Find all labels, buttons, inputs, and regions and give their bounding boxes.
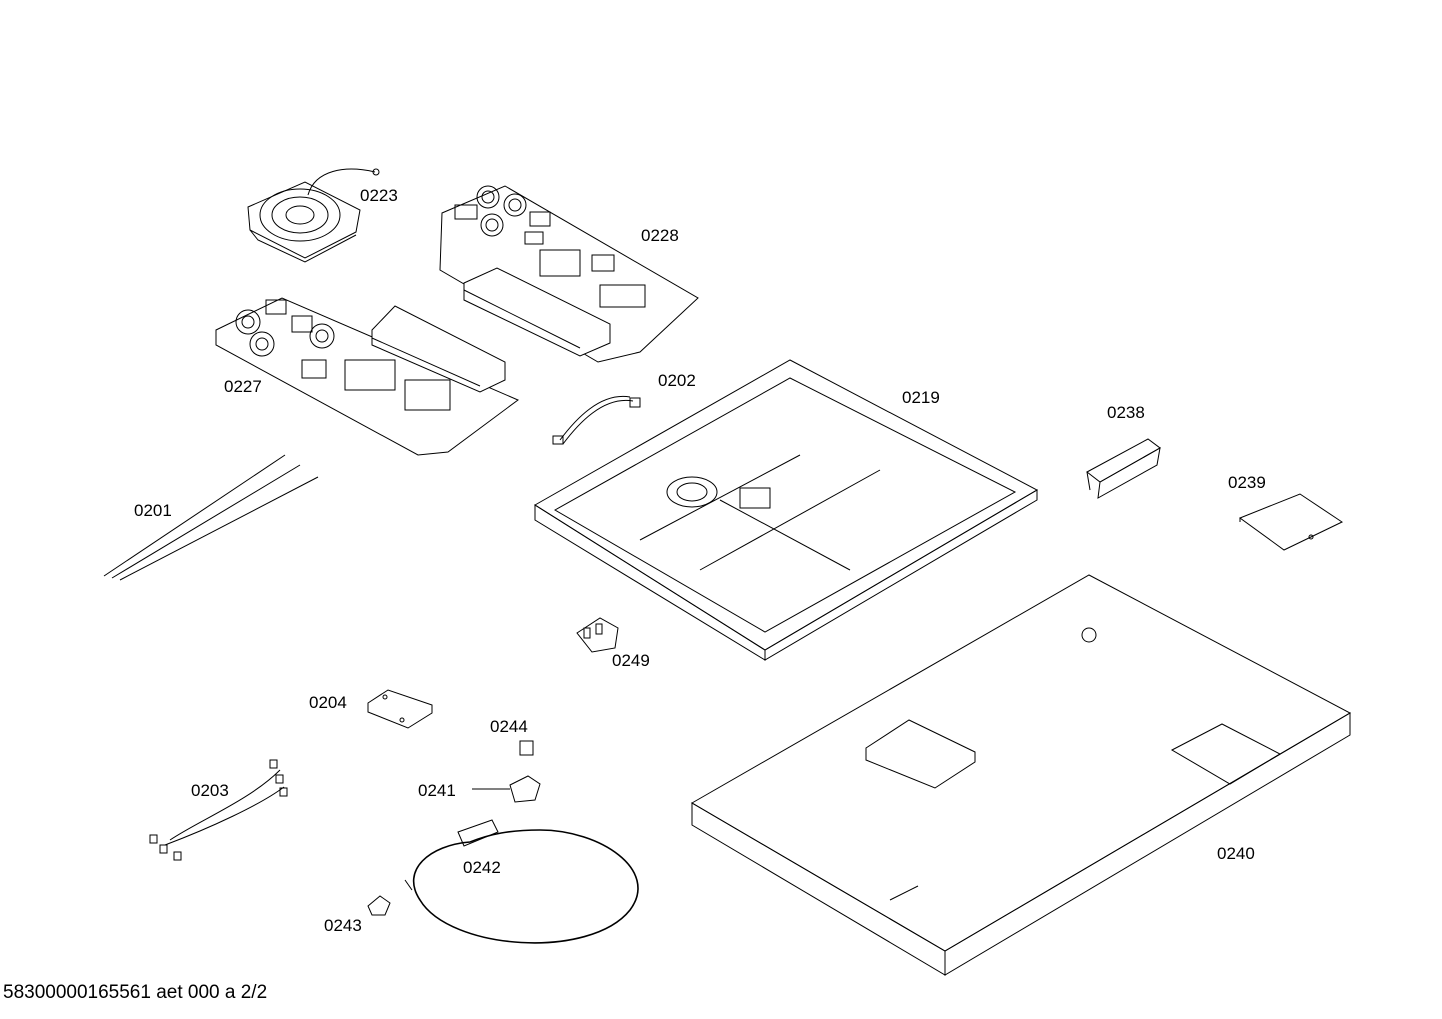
part-0204-bracket [367,689,433,729]
label-0249: 0249 [612,651,650,670]
part-0223-fan [247,168,380,263]
part-0228-board [439,185,699,363]
part-0201-wires [103,454,319,581]
label-0238: 0238 [1107,403,1145,422]
part-0243-plug [367,895,391,916]
label-0202: 0202 [658,371,696,390]
label-0219: 0219 [902,388,940,407]
label-0243: 0243 [324,916,362,935]
label-0227: 0227 [224,377,262,396]
part-0239-plate [1238,493,1344,551]
part-0240-tray [691,574,1352,976]
part-0227-board [215,297,519,456]
part-0202-cable [552,395,641,445]
label-0240: 0240 [1217,844,1255,863]
document-id-footer: 58300000165561 aet 000 a 2/2 [3,982,268,1003]
label-0239: 0239 [1228,473,1266,492]
part-0203-harness [149,759,288,861]
label-0242: 0242 [463,858,501,877]
label-0228: 0228 [641,226,679,245]
label-0223: 0223 [360,186,398,205]
label-0241: 0241 [418,781,456,800]
label-0203: 0203 [191,781,229,800]
part-0238-bracket [1086,438,1161,499]
part-0244-cap [519,740,534,756]
label-0244: 0244 [490,717,528,736]
part-0219-housing [534,359,1039,661]
part-0241-clip [472,775,541,803]
label-0204: 0204 [309,693,347,712]
part-0242-hose [404,819,639,944]
part-0249-terminal [576,617,619,653]
label-0201: 0201 [134,501,172,520]
